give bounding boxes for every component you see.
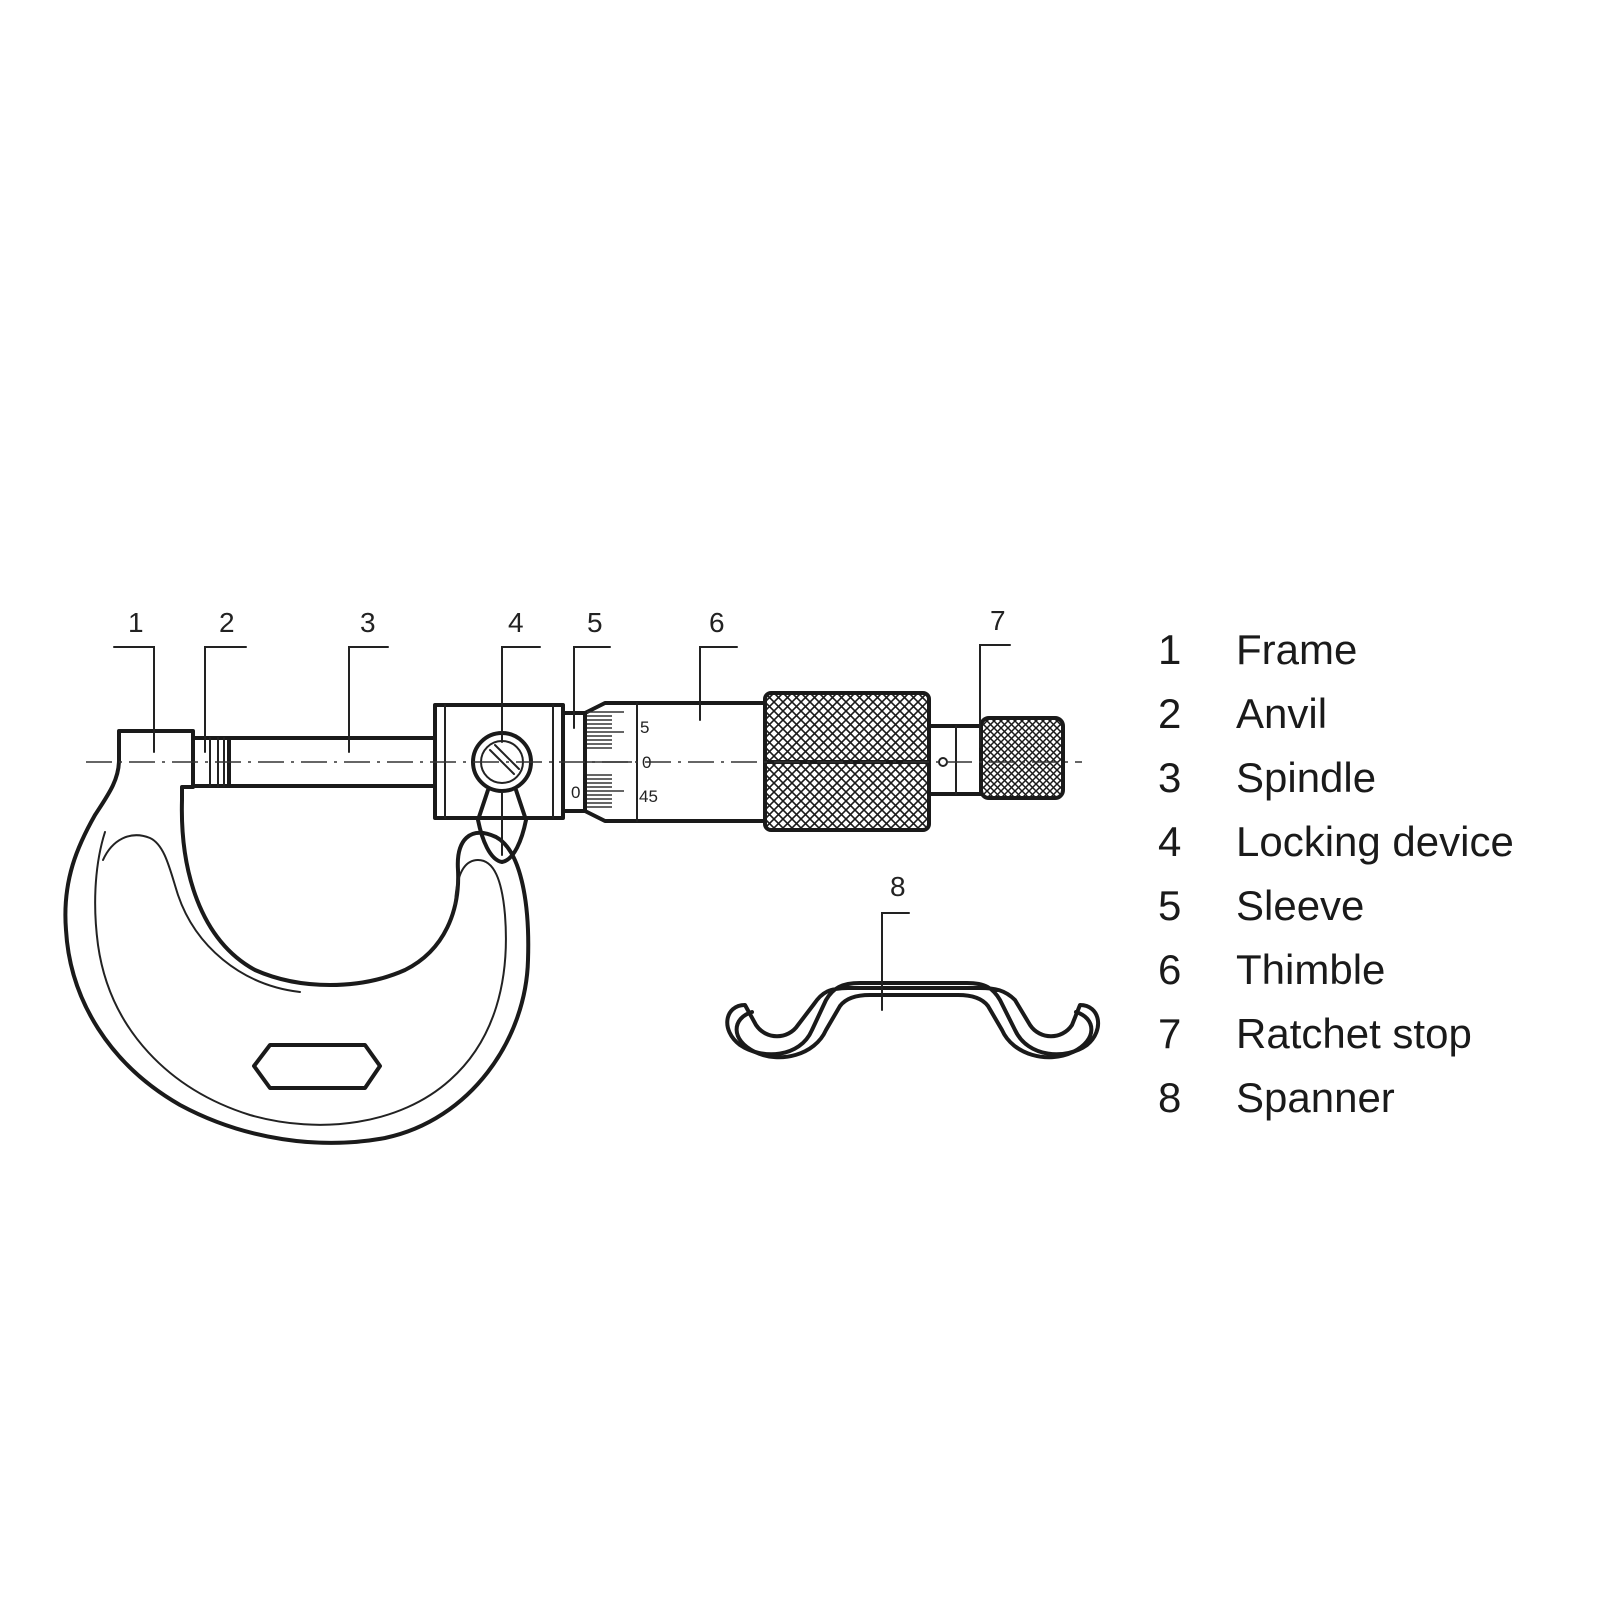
frame-shape xyxy=(63,729,531,1145)
callout-number: 6 xyxy=(709,607,725,638)
callout-number: 8 xyxy=(890,871,906,902)
callout-number: 1 xyxy=(128,607,144,638)
legend-number: 8 xyxy=(1158,1074,1181,1121)
callout-number: 4 xyxy=(508,607,524,638)
legend-number: 2 xyxy=(1158,690,1181,737)
legend-label: Sleeve xyxy=(1236,882,1364,929)
legend-number: 4 xyxy=(1158,818,1181,865)
legend-label: Spindle xyxy=(1236,754,1376,801)
legend-number: 5 xyxy=(1158,882,1181,929)
legend-number: 7 xyxy=(1158,1010,1181,1057)
callout-number: 2 xyxy=(219,607,235,638)
legend-number: 6 xyxy=(1158,946,1181,993)
parts-legend: 1 Frame 2 Anvil 3 Spindle 4 Locking devi… xyxy=(1158,626,1514,1121)
legend-number: 3 xyxy=(1158,754,1181,801)
legend-label: Locking device xyxy=(1236,818,1514,865)
legend-label: Spanner xyxy=(1236,1074,1395,1121)
callout-leaders xyxy=(113,644,1011,1011)
legend-number: 1 xyxy=(1158,626,1181,673)
legend-label: Thimble xyxy=(1236,946,1385,993)
callout-number: 5 xyxy=(587,607,603,638)
callout-number: 3 xyxy=(360,607,376,638)
legend-label: Frame xyxy=(1236,626,1357,673)
spanner-shape xyxy=(725,981,1101,1060)
thimble-scale-label: 5 xyxy=(640,718,649,737)
legend-label: Anvil xyxy=(1236,690,1327,737)
callout-number: 7 xyxy=(990,605,1006,636)
thimble-scale-ticks xyxy=(587,711,632,808)
legend-label: Ratchet stop xyxy=(1236,1010,1472,1057)
thimble-scale-label: 45 xyxy=(639,787,658,806)
ratchet-stop-shape xyxy=(927,716,1065,800)
sleeve-scale-label: 0 xyxy=(571,783,580,802)
